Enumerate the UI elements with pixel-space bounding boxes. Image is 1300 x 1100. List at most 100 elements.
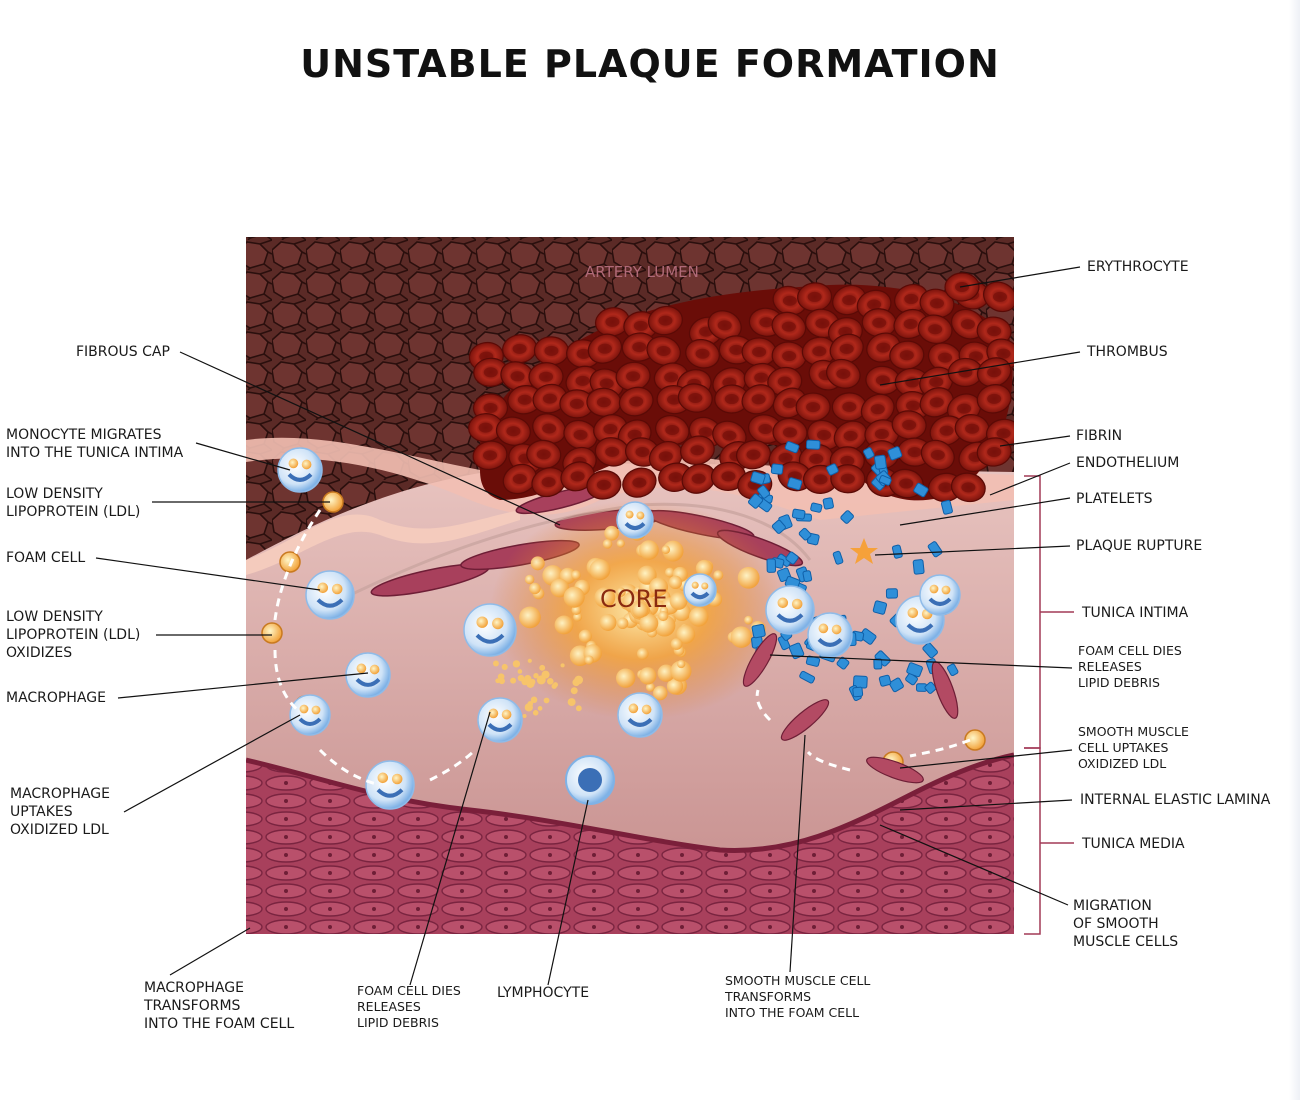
erythrocyte: [772, 417, 808, 448]
ldl-particle: [652, 685, 668, 701]
erythrocyte: [920, 439, 955, 471]
erythrocyte: [707, 310, 742, 341]
foam-cell: [463, 603, 517, 657]
ldl-particle: [261, 622, 283, 644]
ldl-particle: [550, 578, 570, 598]
erythrocyte: [950, 308, 985, 340]
platelet: [891, 544, 903, 559]
ldl-particle: [560, 663, 565, 668]
ldl-particle: [563, 586, 585, 608]
label-line: OXIDIZES: [6, 645, 73, 661]
smooth-muscle-cell: [780, 699, 830, 741]
ldl-particle: [536, 675, 546, 685]
ldl-particle: [677, 659, 686, 669]
ldl-particle: [495, 678, 501, 684]
platelet: [887, 446, 903, 461]
erythrocyte: [677, 383, 713, 413]
platelet: [912, 559, 925, 575]
ldl-particle: [571, 570, 581, 580]
foam-cell: [365, 760, 415, 810]
platelet: [750, 471, 766, 485]
label-macrophage-transforms: MACROPHAGE TRANSFORMS INTO THE FOAM CELL: [144, 979, 294, 1033]
foam-cell: [807, 612, 853, 658]
ldl-particle: [497, 673, 505, 680]
platelet: [785, 551, 799, 565]
ldl-particle: [589, 559, 611, 581]
platelet: [748, 493, 764, 509]
label-tunica-media: TUNICA MEDIA: [1082, 836, 1185, 852]
rupture-site: [850, 538, 878, 564]
label-line: TRANSFORMS: [725, 989, 812, 1004]
label-foam-cell-dies-right: FOAM CELL DIES RELEASES LIPID DEBRIS: [1078, 643, 1182, 691]
ldl-particle: [688, 607, 709, 627]
platelet: [885, 588, 898, 599]
label-fibrin: FIBRIN: [1076, 428, 1123, 444]
erythrocyte: [830, 464, 866, 494]
ldl-particle: [599, 613, 617, 631]
platelet: [766, 558, 777, 573]
erythrocyte: [860, 393, 895, 425]
platelet: [791, 508, 806, 520]
platelet: [924, 681, 937, 694]
platelet: [840, 510, 854, 524]
ldl-particle: [676, 624, 696, 644]
ldl-particle: [744, 615, 753, 625]
label-line: LIPOPROTEIN (LDL): [6, 504, 141, 520]
erythrocyte: [587, 333, 623, 364]
platelet: [863, 447, 875, 460]
foam-cell: [305, 570, 355, 620]
label-line: SMOOTH MUSCLE: [1078, 724, 1189, 739]
label-endothelium: ENDOTHELIUM: [1076, 455, 1180, 471]
erythrocyte: [685, 338, 720, 369]
label-line: INTO THE FOAM CELL: [144, 1016, 295, 1032]
platelet: [822, 497, 834, 510]
ldl-particle: [661, 545, 671, 554]
ldl-particle: [570, 687, 578, 695]
ldl-particle: [594, 587, 616, 608]
label-foam-cell-dies-bottom: FOAM CELL DIES RELEASES LIPID DEBRIS: [357, 983, 461, 1031]
erythrocyte: [919, 387, 954, 418]
erythrocyte: [891, 410, 927, 440]
label-macrophage-uptakes: MACROPHAGE UPTAKES OXIDIZED LDL: [10, 785, 110, 839]
erythrocyte: [976, 437, 1012, 467]
erythrocyte: [507, 385, 543, 415]
ldl-particle: [636, 647, 649, 660]
erythrocyte: [622, 467, 657, 498]
erythrocyte: [468, 413, 504, 443]
label-migration: MIGRATION OF SMOOTH MUSCLE CELLS: [1073, 897, 1178, 951]
ldl-particle: [670, 638, 683, 650]
ldl-particle: [616, 587, 626, 597]
erythrocyte: [714, 384, 750, 414]
label-smooth-muscle-transforms: SMOOTH MUSCLE CELL TRANSFORMS INTO THE F…: [725, 973, 870, 1021]
ldl-particle: [615, 668, 636, 688]
ldl-particle: [539, 664, 546, 671]
ldl-particle: [584, 655, 594, 665]
leader-lines: [95, 266, 1081, 986]
ldl-particle: [537, 706, 543, 711]
platelet: [799, 670, 816, 684]
ldl-particle: [524, 703, 533, 712]
platelet: [826, 463, 839, 476]
erythrocyte: [563, 419, 598, 450]
erythrocyte: [526, 439, 562, 470]
page-title: UNSTABLE PLAQUE FORMATION: [300, 42, 1000, 86]
ldl-particle: [527, 658, 532, 663]
erythrocyte: [646, 335, 681, 366]
erythrocyte: [797, 282, 833, 312]
erythrocyte: [681, 463, 716, 494]
platelet: [873, 658, 883, 670]
ldl-particle: [639, 667, 657, 685]
ldl-particle: [639, 613, 659, 633]
label-plaque-rupture: PLAQUE RUPTURE: [1076, 538, 1203, 554]
platelet: [771, 519, 786, 534]
ldl-particle: [653, 614, 676, 637]
label-platelets: PLATELETS: [1076, 491, 1153, 507]
ldl-particle: [639, 540, 659, 560]
erythrocyte: [741, 384, 776, 415]
erythrocyte: [594, 307, 630, 337]
ldl-particle: [567, 698, 576, 707]
label-line: OXIDIZED LDL: [1078, 756, 1167, 771]
immune-cells: [277, 447, 961, 810]
erythrocyte: [502, 463, 537, 495]
ldl-particle: [670, 660, 692, 682]
